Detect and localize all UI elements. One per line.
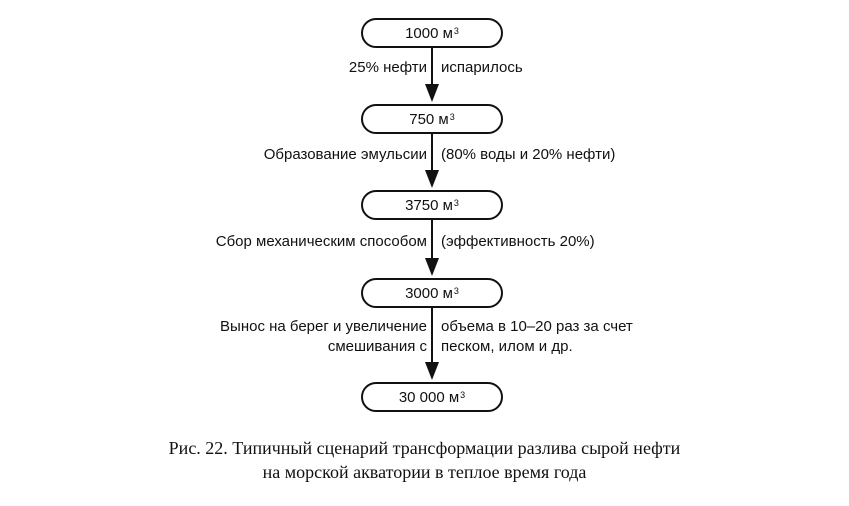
edge-label-left: 25% нефти (348, 59, 427, 76)
edge-label-right: (80% воды и 20% нефти) (441, 146, 616, 163)
connector-line (431, 220, 433, 260)
node-unit-exponent: 3 (453, 26, 459, 36)
connector-line (431, 308, 433, 364)
node-unit-exponent: 3 (453, 286, 459, 296)
edge-label-left: Образование эмульсии (263, 146, 427, 163)
edge-label-right-line: объема в 10–20 раз за счет (441, 318, 633, 335)
edge-label-right: объема в 10–20 раз за счет песком, илом … (441, 317, 633, 357)
node-unit-exponent: 3 (460, 390, 466, 400)
connector-line (431, 134, 433, 170)
node-unit-exponent: 3 (453, 198, 459, 208)
arrowhead (425, 362, 439, 380)
arrowhead (425, 258, 439, 276)
node-value: 750 м (409, 110, 449, 128)
node-unit-exponent: 3 (449, 112, 455, 122)
node-value: 1000 м (405, 24, 453, 42)
edge-label-left: Сбор механическим способом (215, 233, 427, 250)
edge-label-left-line: Вынос на берег и увеличение (220, 318, 427, 335)
arrowhead (425, 170, 439, 188)
node-value: 3750 м (405, 196, 453, 214)
edge-label-right: испарилось (441, 59, 523, 76)
edge-label-left: Вынос на берег и увеличение смешивания с (220, 317, 427, 357)
node-value: 30 000 м (398, 388, 460, 406)
edge-label-right-line: песком, илом и др. (441, 338, 573, 355)
caption-line: на морской акватории в теплое время года (262, 462, 587, 482)
arrowhead (425, 84, 439, 102)
caption-line: Рис. 22. Типичный сценарий трансформации… (168, 438, 681, 458)
connector-line (431, 48, 433, 84)
edge-label-left-line: смешивания с (327, 338, 427, 355)
edge-label-right: (эффективность 20%) (441, 233, 595, 250)
node-value: 3000 м (405, 284, 453, 302)
figure-caption: Рис. 22. Типичный сценарий трансформации… (0, 436, 849, 484)
